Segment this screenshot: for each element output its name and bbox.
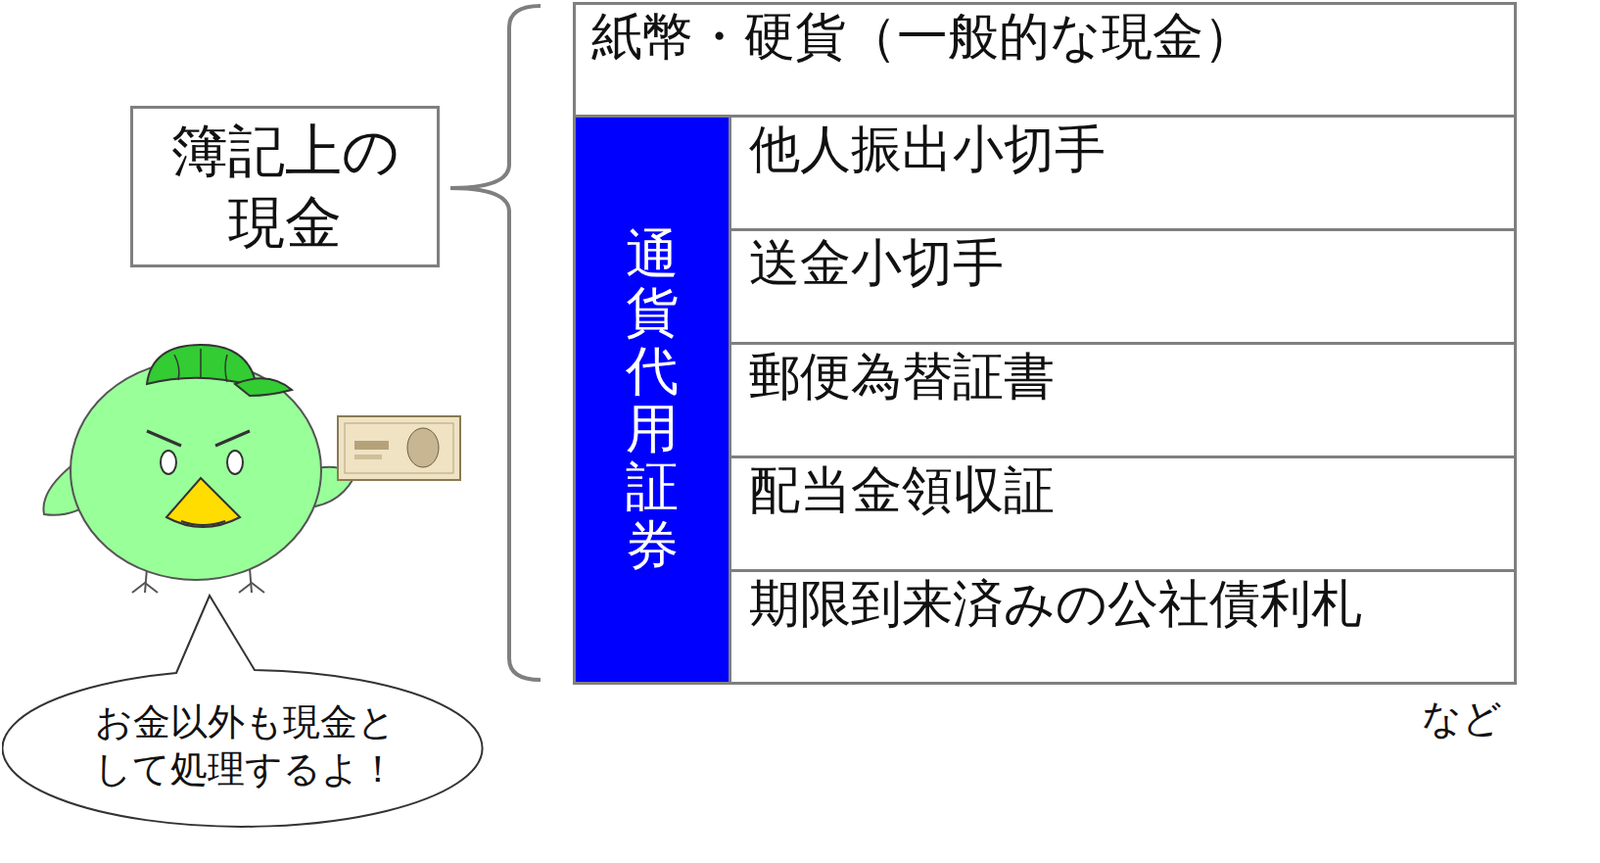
- node-label: 配当金領収証: [749, 458, 1055, 522]
- node-label: 紙幣・硬貨（一般的な現金）: [591, 4, 1255, 69]
- table-header-row: 紙幣・硬貨（一般的な現金）: [572, 1, 1517, 118]
- table-row: 郵便為替証書: [728, 341, 1517, 459]
- note-label: など: [1421, 691, 1503, 746]
- table-row: 他人振出小切手: [728, 114, 1517, 232]
- vertical-label: 通貨代用証券: [625, 225, 679, 574]
- group-band: 通貨代用証券: [572, 114, 732, 685]
- curly-brace: [450, 5, 541, 680]
- node-label: 送金小切手: [749, 231, 1004, 295]
- node-label: 簿記上の現金: [162, 115, 408, 258]
- node-label: 他人振出小切手: [749, 117, 1106, 182]
- table-row: 送金小切手: [728, 228, 1517, 345]
- banknote: [337, 416, 461, 480]
- table-row: 配当金領収証: [728, 455, 1517, 572]
- category-box: 簿記上の現金: [130, 105, 440, 268]
- node-label: お金以外も現金として処理するよ！: [78, 699, 412, 793]
- bubble-shape: [2, 595, 483, 827]
- speech-bubble: お金以外も現金として処理するよ！: [1, 587, 488, 828]
- node-label: 期限到来済みの公社債利札: [749, 571, 1363, 636]
- table-row: 期限到来済みの公社債利札: [728, 568, 1517, 685]
- node-label: 郵便為替証書: [749, 344, 1055, 409]
- bird-mascot: [43, 344, 353, 593]
